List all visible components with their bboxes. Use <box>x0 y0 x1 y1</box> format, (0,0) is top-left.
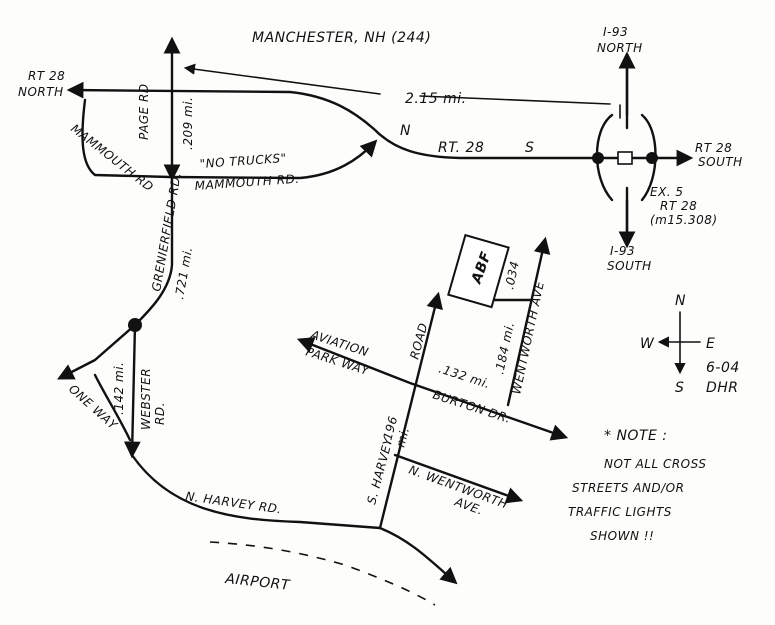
compass-lines <box>660 311 701 372</box>
n-harvey-rd-label: N. HARVEY RD. <box>185 489 283 516</box>
rt28-south-label-1: RT 28 <box>695 141 732 155</box>
one-way-road <box>93 373 132 442</box>
webster-distance: .142 mi. <box>112 362 126 415</box>
burton-dr-road <box>296 337 569 441</box>
compass-s: S <box>675 380 684 396</box>
map-title: MANCHESTER, NH (244) <box>252 30 431 46</box>
date-label: 6-04 <box>706 360 740 376</box>
webster-label-2: RD. <box>153 402 167 425</box>
compass-w: W <box>640 336 655 352</box>
webster-label-1: WEBSTER <box>139 368 153 430</box>
note-heading: * NOTE : <box>604 428 668 444</box>
wentworth-ave-label: WENTWORTH AVE <box>509 280 547 396</box>
exit-label-3: (m15.308) <box>650 213 718 227</box>
note-line-1: NOT ALL CROSS <box>604 457 706 471</box>
i93-south-label-2: SOUTH <box>607 259 652 273</box>
note-line-3: TRAFFIC LIGHTS <box>568 505 672 519</box>
traffic-light-west <box>592 152 604 164</box>
initials-label: DHR <box>706 380 739 396</box>
i93-north-label-2: NORTH <box>597 41 643 55</box>
i93-south-label-1: I-93 <box>610 244 635 258</box>
no-trucks-label: "NO TRUCKS" <box>199 151 287 171</box>
overpass-box <box>617 151 633 165</box>
note-line-2: STREETS AND/OR <box>572 481 684 495</box>
rt28-center-label: RT. 28 <box>438 140 484 156</box>
wentworth-ave-road <box>506 236 551 407</box>
page-rd-label: PAGE RD <box>137 83 151 140</box>
note-line-4: SHOWN !! <box>590 529 654 543</box>
compass-e: E <box>706 336 715 352</box>
webster-rd-road <box>123 323 141 459</box>
distance-line-rt28 <box>419 95 611 105</box>
star-marker <box>128 318 142 332</box>
page-rd-distance: .209 mi. <box>181 97 195 150</box>
wentworth-distance: .184 mi. <box>492 321 517 376</box>
traffic-light-east <box>646 152 658 164</box>
abf-box <box>447 233 510 309</box>
burton-dr-label: BURTON DR. <box>431 388 513 426</box>
rt28-s-letter: S <box>525 140 534 156</box>
n-wentworth-ave-road <box>393 453 524 504</box>
mammouth-rd-main-label: MAMMOUTH RD. <box>194 172 300 193</box>
abf-spur-distance: .034 <box>502 260 522 291</box>
s-harvey-rd-road <box>378 291 443 530</box>
rt28-n-letter: N <box>400 123 411 139</box>
burton-distance: .132 mi. <box>437 362 492 392</box>
airport-boundary <box>209 541 436 606</box>
rt28-south-label-2: SOUTH <box>698 155 743 169</box>
rt28-upper-road <box>66 81 694 167</box>
n-harvey-rd-road <box>130 453 458 585</box>
exit-label-1: EX. 5 <box>650 185 684 199</box>
s-harvey-distance-2: mi. <box>393 426 412 449</box>
rt28-distance: 2.15 mi. <box>405 91 467 107</box>
i93-north-label-1: I-93 <box>603 25 628 39</box>
exit-label-2: RT 28 <box>660 199 697 213</box>
compass-n: N <box>675 293 686 309</box>
rt28-north-label-1: RT 28 <box>28 69 65 83</box>
airport-label: AIRPORT <box>224 571 292 594</box>
rt28-north-label-2: NORTH <box>18 85 64 99</box>
distance-line-rt28-left <box>183 63 381 95</box>
grenierfield-distance: .721 mi. <box>172 246 195 301</box>
